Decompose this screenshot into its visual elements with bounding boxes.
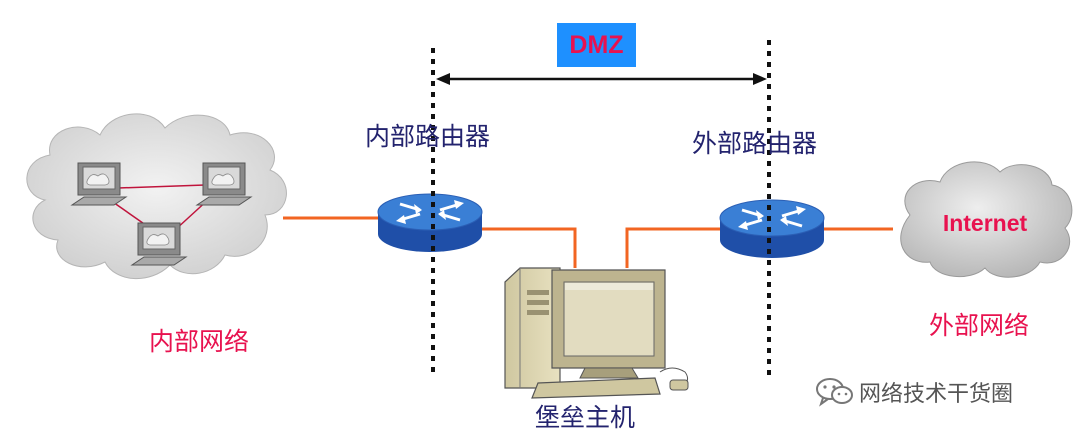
network-links [283, 216, 893, 268]
dmz-label: DMZ [557, 23, 636, 67]
internal-pc-icon [130, 222, 188, 266]
dmz-span-arrow [436, 73, 767, 85]
bastion-host-icon [504, 267, 689, 399]
dmz-boundaries [431, 40, 771, 378]
inner-router-label: 内部路由器 [365, 122, 491, 151]
wechat-icon [816, 378, 853, 407]
watermark: 网络技术干货圈 [815, 376, 1013, 408]
internal-network-cloud [26, 113, 287, 279]
inner-router-icon [377, 193, 483, 252]
internet-label: Internet [942, 210, 1028, 236]
watermark-text: 网络技术干货圈 [859, 382, 1014, 407]
bastion-host-label: 堡垒主机 [535, 403, 636, 432]
internet-cloud [900, 161, 1073, 278]
outer-router-icon [719, 199, 825, 258]
internal-pc-icon [195, 162, 253, 206]
link-bastion-to-outer-router [625, 227, 720, 268]
internal-pc-icon [70, 162, 128, 206]
inner-network-label: 内部网络 [149, 327, 250, 356]
outer-network-label: 外部网络 [929, 311, 1030, 340]
outer-router-label: 外部路由器 [692, 129, 818, 158]
link-inner-router-to-bastion [482, 227, 577, 268]
